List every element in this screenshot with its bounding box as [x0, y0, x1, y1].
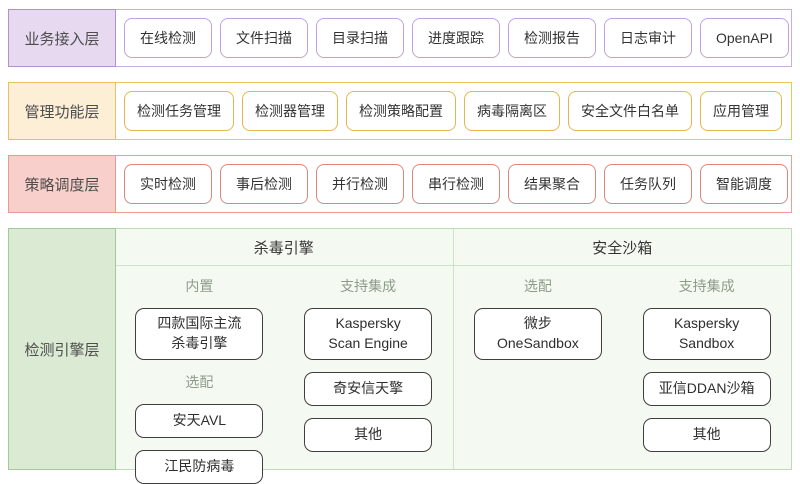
section-antivirus-engine: 杀毒引擎 内置 四款国际主流 杀毒引擎 选配 安天AVL 江民防病毒 支持集成 … [115, 229, 454, 484]
layer-label-detection-engine: 检测引擎层 [8, 228, 116, 470]
layer-items-business-access: 在线检测 文件扫描 目录扫描 进度跟踪 检测报告 日志审计 OpenAPI [115, 10, 791, 66]
engine-content: 杀毒引擎 内置 四款国际主流 杀毒引擎 选配 安天AVL 江民防病毒 支持集成 … [115, 229, 792, 484]
layer-items-management-function: 检测任务管理 检测器管理 检测策略配置 病毒隔离区 安全文件白名单 应用管理 [115, 83, 791, 139]
module-box: 安全文件白名单 [568, 91, 692, 131]
engine-box: 四款国际主流 杀毒引擎 [135, 308, 264, 360]
engine-box: 其他 [304, 417, 433, 452]
engine-box: 亚信DDAN沙箱 [642, 371, 771, 406]
module-box: 病毒隔离区 [464, 91, 560, 131]
group-header-optional: 选配 [523, 278, 552, 294]
module-box: 实时检测 [124, 164, 212, 204]
module-box: 在线检测 [124, 18, 212, 58]
module-box: 结果聚合 [508, 164, 596, 204]
module-box: 事后检测 [220, 164, 308, 204]
module-box: 串行检测 [412, 164, 500, 204]
engine-box: 奇安信天擎 [304, 371, 433, 406]
column-optional: 选配 微步 OneSandbox [454, 276, 623, 469]
module-box: 智能调度 [700, 164, 788, 204]
module-box: 检测任务管理 [124, 91, 234, 131]
module-box: 检测报告 [508, 18, 596, 58]
layer-label-business-access: 业务接入层 [8, 9, 116, 67]
engine-box: 微步 OneSandbox [473, 308, 602, 360]
engine-box: Kaspersky Sandbox [642, 308, 771, 360]
module-box: 检测器管理 [242, 91, 338, 131]
section-title-security-sandbox: 安全沙箱 [453, 229, 791, 266]
layer-detection-engine: 检测引擎层 杀毒引擎 内置 四款国际主流 杀毒引擎 选配 安天AVL 江民防病毒… [8, 228, 792, 484]
column-builtin-optional: 内置 四款国际主流 杀毒引擎 选配 安天AVL 江民防病毒 [115, 276, 284, 484]
engine-box: 安天AVL [135, 403, 264, 438]
module-box: 检测策略配置 [346, 91, 456, 131]
module-box: OpenAPI [700, 18, 789, 58]
column-integration: 支持集成 Kaspersky Sandbox 亚信DDAN沙箱 其他 [622, 276, 791, 469]
group-header-optional: 选配 [185, 373, 214, 390]
layer-label-management-function: 管理功能层 [8, 82, 116, 140]
module-box: 进度跟踪 [412, 18, 500, 58]
engine-box: 其他 [642, 417, 771, 452]
module-box: 应用管理 [700, 91, 782, 131]
module-box: 文件扫描 [220, 18, 308, 58]
section-body-antivirus-engine: 内置 四款国际主流 杀毒引擎 选配 安天AVL 江民防病毒 支持集成 Kaspe… [115, 266, 453, 484]
engine-box: 江民防病毒 [135, 449, 264, 484]
layer-management-function: 管理功能层 检测任务管理 检测器管理 检测策略配置 病毒隔离区 安全文件白名单 … [8, 82, 792, 140]
module-box: 并行检测 [316, 164, 404, 204]
module-box: 目录扫描 [316, 18, 404, 58]
module-box: 日志审计 [604, 18, 692, 58]
section-title-antivirus-engine: 杀毒引擎 [115, 229, 453, 266]
column-integration: 支持集成 Kaspersky Scan Engine 奇安信天擎 其他 [284, 276, 453, 484]
section-security-sandbox: 安全沙箱 选配 微步 OneSandbox 支持集成 Kaspersky San… [453, 229, 792, 469]
group-header-integration: 支持集成 [678, 278, 735, 294]
section-body-security-sandbox: 选配 微步 OneSandbox 支持集成 Kaspersky Sandbox … [454, 266, 792, 469]
module-box: 任务队列 [604, 164, 692, 204]
engine-box: Kaspersky Scan Engine [304, 308, 433, 360]
layer-label-strategy-scheduling: 策略调度层 [8, 155, 116, 213]
layer-business-access: 业务接入层 在线检测 文件扫描 目录扫描 进度跟踪 检测报告 日志审计 Open… [8, 9, 792, 67]
layer-items-strategy-scheduling: 实时检测 事后检测 并行检测 串行检测 结果聚合 任务队列 智能调度 [115, 156, 791, 212]
group-header-integration: 支持集成 [340, 278, 397, 294]
group-header-builtin: 内置 [185, 278, 214, 294]
layer-strategy-scheduling: 策略调度层 实时检测 事后检测 并行检测 串行检测 结果聚合 任务队列 智能调度 [8, 155, 792, 213]
